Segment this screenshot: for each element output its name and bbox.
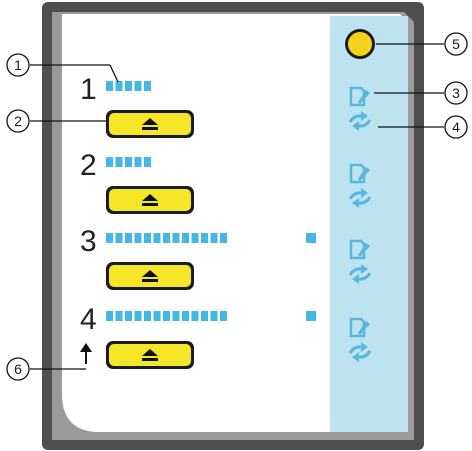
slot-number: 3 — [80, 225, 97, 258]
level-segment — [220, 233, 227, 243]
level-segment — [134, 81, 142, 91]
level-segment — [125, 233, 132, 243]
callout-number: 1 — [14, 57, 22, 73]
write-arrow-icon — [349, 86, 370, 107]
sync-arrows-icon — [348, 264, 372, 284]
level-segment — [106, 233, 113, 243]
write-arrow-icon — [349, 163, 370, 184]
level-segment — [144, 157, 151, 167]
level-segment — [106, 311, 113, 321]
level-segment — [115, 81, 123, 91]
slot-number: 4 — [80, 303, 97, 336]
slot-4-eject-button[interactable] — [106, 341, 194, 369]
callouts: 1 2 3 4 5 6 — [6, 32, 468, 381]
callout-5: 5 — [376, 32, 468, 56]
slot-number: 1 — [80, 73, 97, 106]
level-segment — [115, 233, 123, 243]
slot-1: 1 — [80, 73, 194, 138]
eject-icon — [142, 349, 158, 361]
eject-icon — [142, 270, 158, 282]
level-segment — [220, 311, 227, 321]
level-segment — [125, 311, 132, 321]
level-segment — [191, 311, 199, 321]
power-button[interactable] — [345, 29, 375, 59]
slot-4-activity-arrow — [80, 343, 92, 364]
level-segment — [172, 233, 180, 243]
sync-arrows-icon — [348, 188, 372, 208]
level-segment — [115, 157, 123, 167]
level-segment — [210, 233, 218, 243]
level-segment — [210, 311, 218, 321]
level-segment — [153, 311, 161, 321]
slot-4-level-indicator — [106, 311, 316, 321]
slot-4: 4 — [80, 303, 316, 369]
level-segment — [106, 157, 113, 167]
level-segment-end — [306, 233, 316, 243]
callout-number: 3 — [452, 85, 460, 101]
strip-icons — [348, 86, 372, 362]
callout-3: 3 — [374, 81, 468, 105]
level-segment — [134, 311, 142, 321]
level-segment — [106, 81, 113, 91]
level-segment — [182, 233, 189, 243]
level-segment — [144, 81, 151, 91]
slot-3-level-indicator — [106, 233, 316, 243]
level-segment — [125, 157, 132, 167]
level-segment — [163, 233, 170, 243]
level-segment — [153, 233, 161, 243]
level-segment — [201, 311, 208, 321]
level-segment — [163, 311, 170, 321]
level-segment — [115, 311, 123, 321]
status-strip — [330, 16, 408, 432]
level-segment — [182, 311, 189, 321]
callout-number: 5 — [452, 36, 460, 52]
eject-icon — [142, 118, 158, 130]
slot-3-eject-button[interactable] — [106, 262, 194, 290]
slot-2-eject-button[interactable] — [106, 186, 194, 214]
level-segment — [144, 233, 151, 243]
callout-number: 4 — [452, 119, 460, 135]
callout-number: 2 — [14, 113, 22, 129]
write-arrow-icon — [349, 317, 370, 338]
level-segment — [191, 233, 199, 243]
callout-4: 4 — [378, 115, 468, 139]
callout-number: 6 — [14, 361, 22, 377]
level-segment — [144, 311, 151, 321]
write-arrow-icon — [349, 239, 370, 260]
slot-3: 3 — [80, 225, 316, 290]
level-segment-end — [306, 311, 316, 321]
level-segment — [201, 233, 208, 243]
level-segment — [172, 311, 180, 321]
sync-arrows-icon — [348, 342, 372, 362]
slot-2-level-indicator — [106, 157, 151, 167]
sync-arrows-icon — [348, 111, 372, 131]
callout-6: 6 — [6, 357, 86, 381]
callout-1: 1 — [6, 53, 119, 83]
level-segment — [134, 157, 142, 167]
slot-2: 2 — [80, 149, 194, 214]
slot-1-eject-button[interactable] — [106, 110, 194, 138]
slots: 1 2 3 4 — [80, 73, 316, 369]
level-segment — [125, 81, 132, 91]
eject-icon — [142, 194, 158, 206]
callout-2: 2 — [6, 109, 106, 133]
level-segment — [134, 233, 142, 243]
slot-number: 2 — [80, 149, 97, 182]
slot-1-level-indicator — [106, 81, 151, 91]
